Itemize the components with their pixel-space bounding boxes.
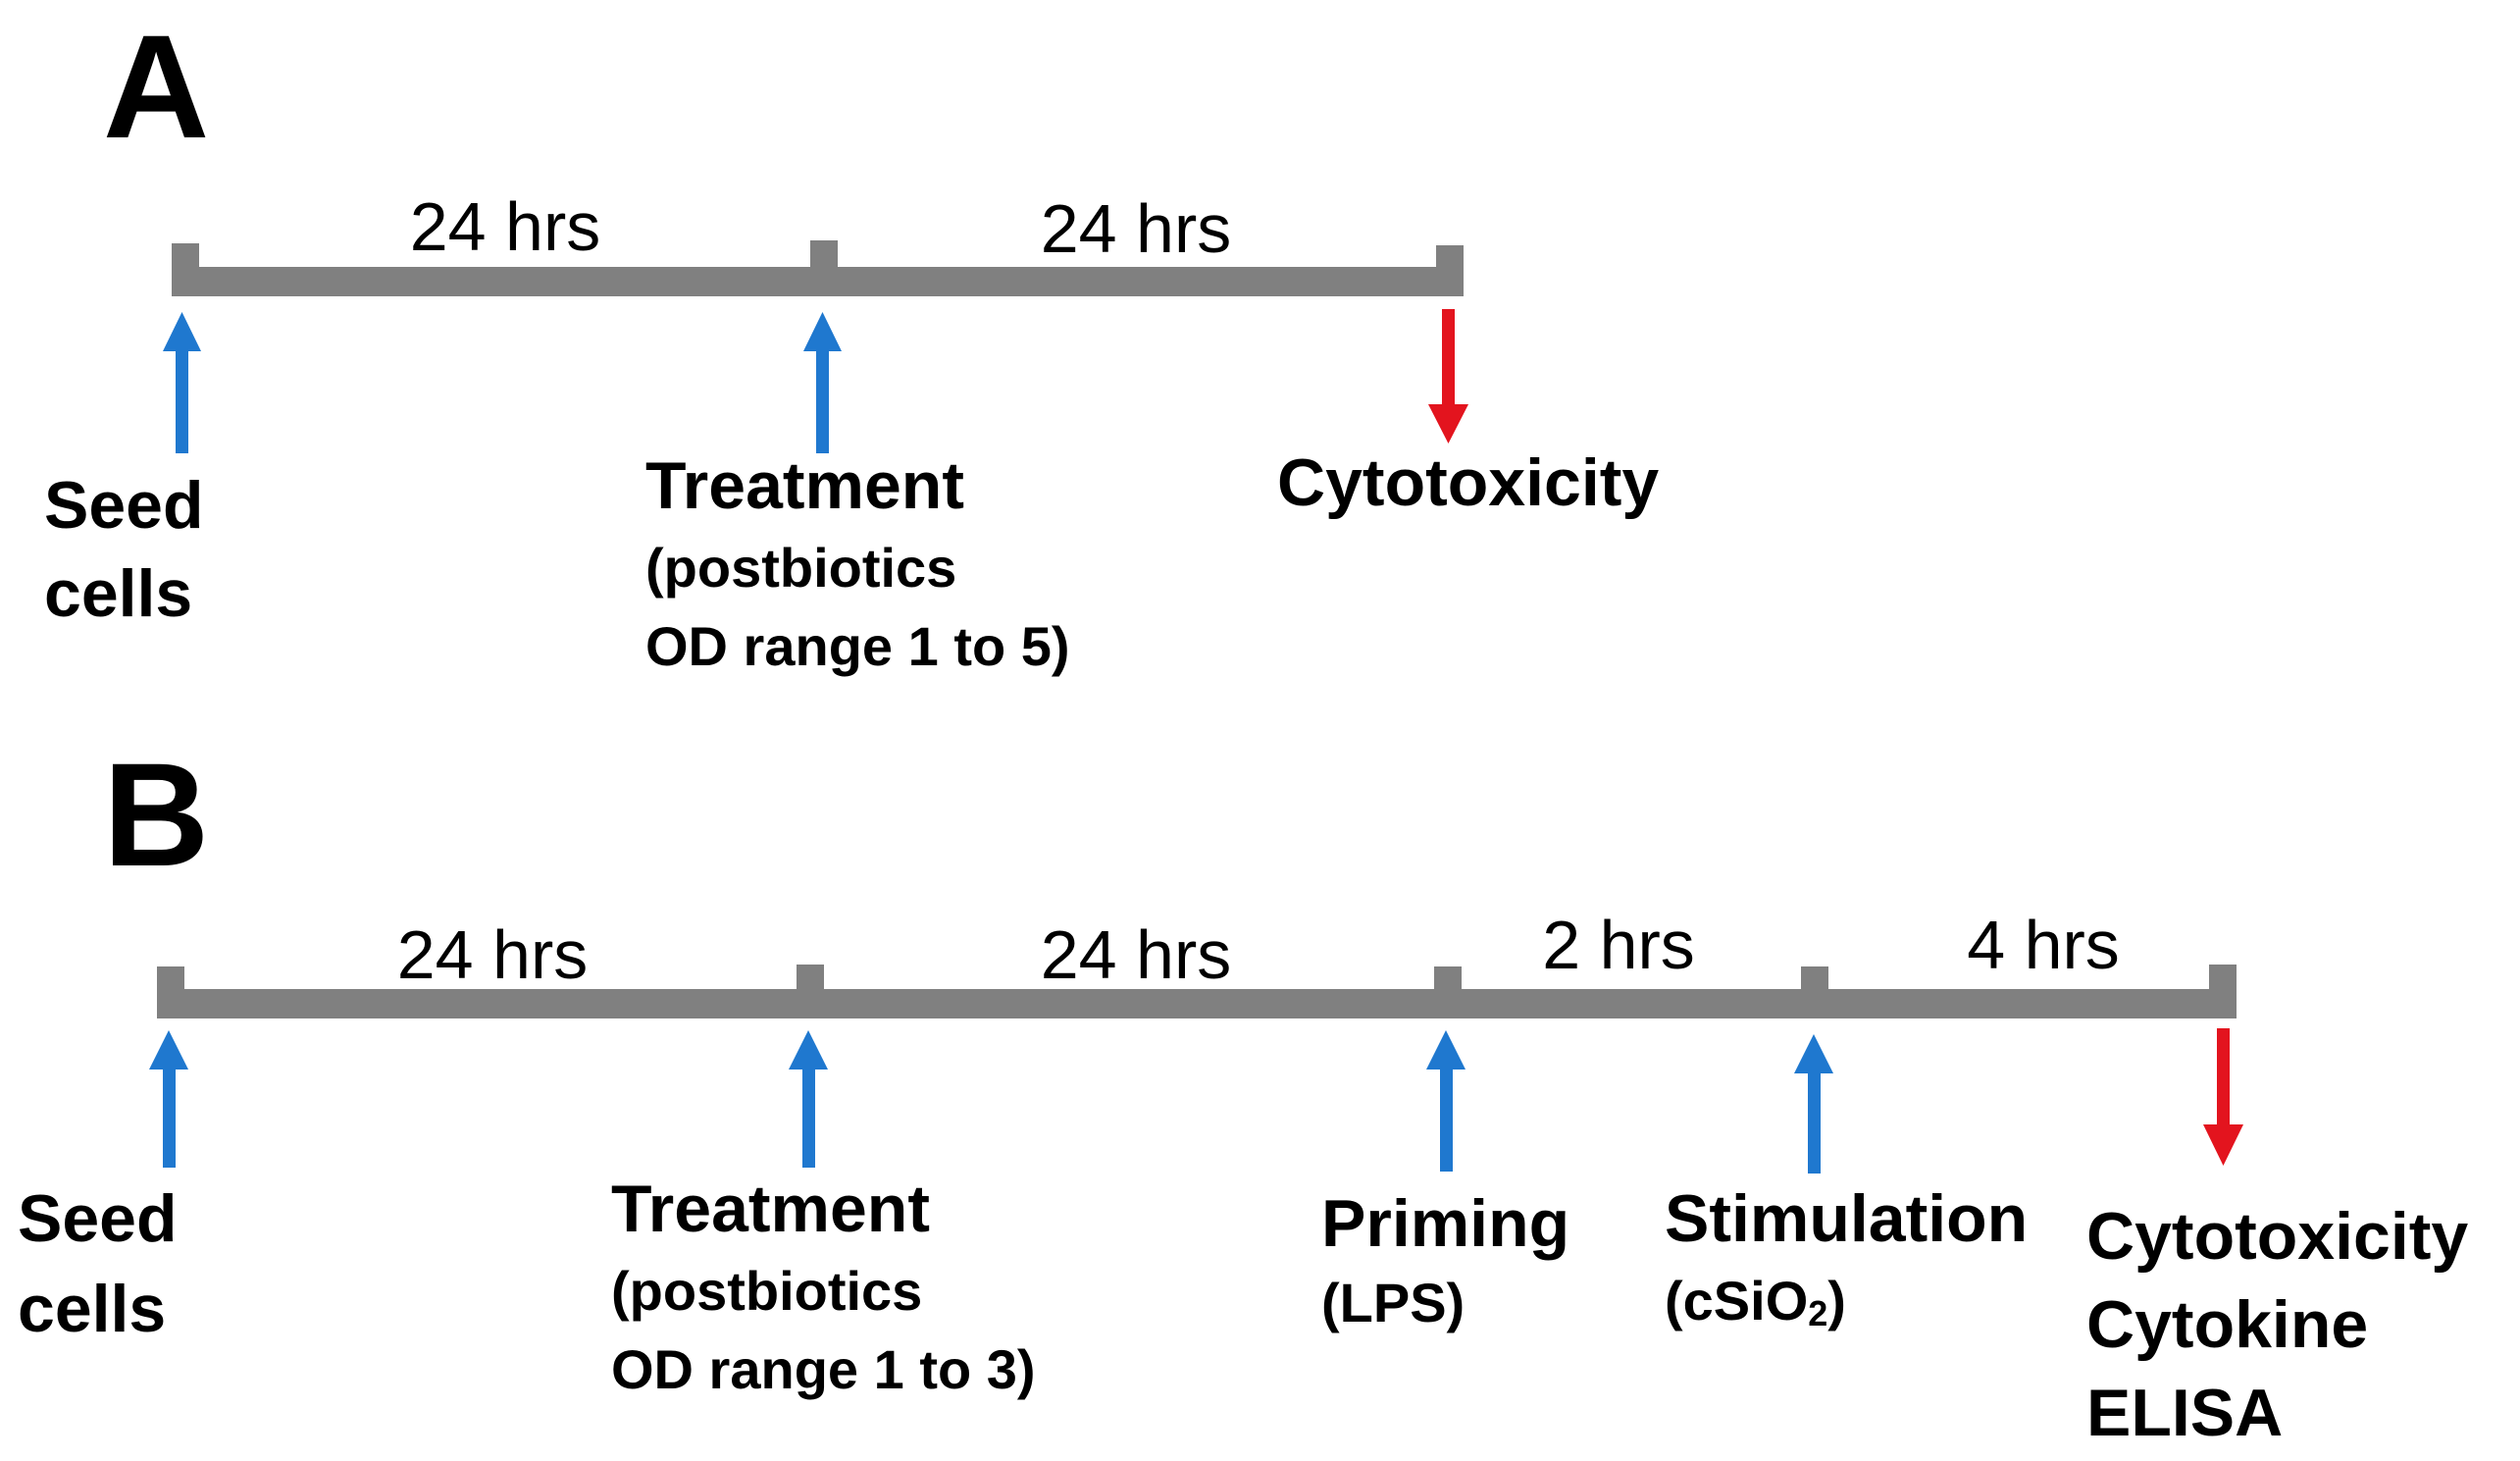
panel-b-priming-line1: (LPS) [1321,1272,1465,1333]
panel-b-duration-1: 24 hrs [397,916,589,993]
panel-a-seed-line1: Seed [44,468,204,543]
panel-a-treatment-line1: (postbiotics [645,537,956,599]
panel-b-duration-3: 2 hrs [1542,907,1695,983]
panel-a-treatment-title: Treatment [645,448,964,523]
panel-a-duration-2: 24 hrs [1041,190,1232,267]
panel-a: A 24 hrs 24 hrs Seed cells Treatment (po… [44,4,1659,677]
panel-b-timeline-bar [157,989,2232,1018]
panel-a-readout-title: Cytotoxicity [1277,445,1659,520]
panel-b-seed-line1: Seed [18,1181,178,1256]
panel-b-readout-line3: ELISA [2086,1376,2283,1450]
panel-b-arrow-readout [2203,1028,2243,1166]
panel-a-seed-line2: cells [44,556,192,631]
panel-b-timeline [157,965,2237,1018]
panel-b-seed-line2: cells [18,1272,166,1346]
panel-a-duration-1: 24 hrs [410,188,601,265]
panel-b-arrow-stimulation [1794,1034,1833,1174]
panel-b-arrow-seed [149,1030,188,1168]
panel-b-readout-line1: Cytotoxicity [2086,1199,2468,1274]
panel-b: B 24 hrs 24 hrs 2 hrs 4 hrs [18,732,2468,1450]
panel-b-stimulation-subscript: 2 [1808,1293,1827,1333]
panel-b-treatment-line2: OD range 1 to 3) [611,1338,1036,1400]
panel-b-priming-title: Priming [1321,1186,1569,1261]
panel-b-tick-stimulation [1801,966,1828,1018]
panel-a-tick-end [1436,245,1464,296]
panel-b-treatment-title: Treatment [611,1172,930,1246]
panel-a-arrow-seed [163,312,201,453]
panel-b-duration-2: 24 hrs [1041,916,1232,993]
panel-a-treatment-line2: OD range 1 to 5) [645,615,1070,677]
panel-b-stimulation-line1: (cSiO2) [1665,1270,1846,1333]
panel-b-label: B [103,732,209,897]
panel-b-stimulation-suffix: ) [1827,1270,1846,1331]
panel-b-tick-seed [157,966,184,1018]
panel-a-label: A [103,4,209,169]
panel-b-tick-end [2209,965,2237,1018]
panel-a-tick-seed [172,243,199,296]
panel-b-arrow-treatment [789,1030,828,1168]
panel-a-timeline [172,240,1464,296]
panel-b-treatment-line1: (postbiotics [611,1260,922,1322]
panel-b-stimulation-title: Stimulation [1665,1181,2028,1256]
panel-b-duration-4: 4 hrs [1967,907,2120,983]
panel-b-tick-priming [1434,966,1462,1018]
panel-a-arrow-treatment [803,312,842,453]
panel-b-arrow-priming [1426,1030,1466,1172]
panel-a-arrow-readout [1428,309,1468,444]
panel-b-stimulation-prefix: (cSiO [1665,1270,1808,1331]
panel-b-readout-line2: Cytokine [2086,1287,2368,1362]
panel-b-tick-treatment [797,965,824,1018]
panel-a-tick-treatment [810,240,838,296]
